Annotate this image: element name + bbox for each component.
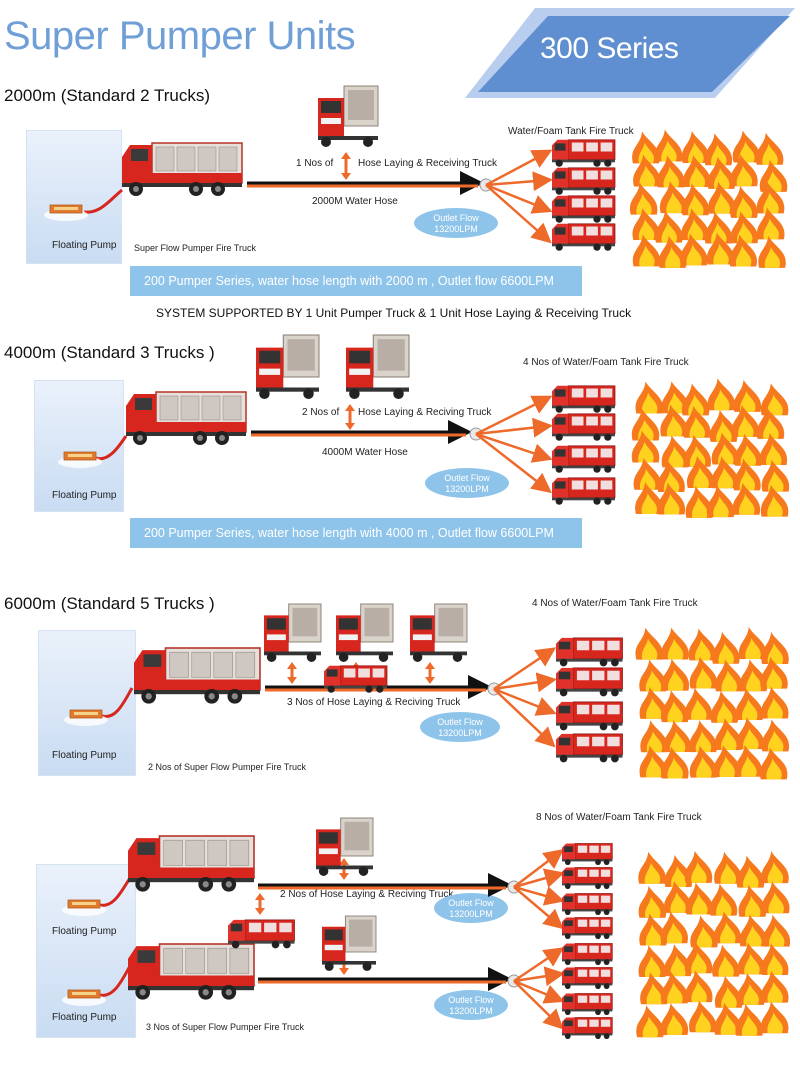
section1-outlet-line1: Outlet Flow [433,213,479,223]
section1-pump-label: Floating Pump [52,240,117,251]
section4-outlet-top-line2: 13200LPM [449,909,493,919]
section4-outlet-top-line1: Outlet Flow [448,898,494,908]
section2-pump-label: Floating Pump [52,490,117,501]
section1-outlet-flow-bubble: Outlet Flow 13200LPM [414,208,498,238]
section1-support-text: SYSTEM SUPPORTED BY 1 Unit Pumper Truck … [156,306,632,320]
section4-outlet-flow-bubble-bottom: Outlet Flow 13200LPM [434,990,508,1020]
section4-pump-label-bottom: Floating Pump [52,1012,117,1023]
section2-hose-truck-count: 2 Nos of [302,407,340,418]
section2-hose-truck-name: Hose Laying & Reciving Truck [358,407,492,418]
section3-pumper-label: 2 Nos of Super Flow Pumper Fire Truck [148,762,307,772]
section1-title: 2000m (Standard 2 Trucks) [4,86,210,105]
section3-outlet-line2: 13200LPM [438,728,482,738]
section2-hose-label: 4000M Water Hose [322,447,408,458]
section1-outlet-line2: 13200LPM [434,224,478,234]
section4-pump-label-top: Floating Pump [52,926,117,937]
section2-outlet-line2: 13200LPM [445,484,489,494]
section1-pumper-label: Super Flow Pumper Fire Truck [134,243,257,253]
section2-title: 4000m (Standard 3 Trucks ) [4,343,215,362]
section2-banner: 200 Pumper Series, water hose length wit… [130,518,582,548]
section4-outlet-bottom-line2: 13200LPM [449,1006,493,1016]
section2-outlet-line1: Outlet Flow [444,473,490,483]
section4-tank-label: 8 Nos of Water/Foam Tank Fire Truck [536,812,702,823]
section1-hose-label: 2000M Water Hose [312,196,398,207]
section4-outlet-bottom-line1: Outlet Flow [448,995,494,1005]
page-title: Super Pumper Units [4,14,356,58]
section2-outlet-flow-bubble: Outlet Flow 13200LPM [425,468,509,498]
series-label: 300 Series [540,32,679,65]
section3-tank-label: 4 Nos of Water/Foam Tank Fire Truck [532,598,698,609]
section2-tank-label: 4 Nos of Water/Foam Tank Fire Truck [523,357,689,368]
section3-outlet-flow-bubble: Outlet Flow 13200LPM [420,712,500,742]
section1-tank-label: Water/Foam Tank Fire Truck [508,126,634,137]
section1-hose-truck-name: Hose Laying & Receiving Truck [358,158,497,169]
section3-title: 6000m (Standard 5 Trucks ) [4,594,215,613]
section4-outlet-flow-bubble-top: Outlet Flow 13200LPM [434,893,508,923]
section4-pumper-label: 3 Nos of Super Flow Pumper Fire Truck [146,1022,305,1032]
section3-outlet-line1: Outlet Flow [437,717,483,727]
section3-pump-label: Floating Pump [52,750,117,761]
section4-hose-truck-label: 2 Nos of Hose Laying & Reciving Truck [280,889,454,900]
section1-hose-truck-count: 1 Nos of [296,158,334,169]
section3-hose-truck-label: 3 Nos of Hose Laying & Reciving Truck [287,697,461,708]
section1-banner: 200 Pumper Series, water hose length wit… [130,266,582,296]
